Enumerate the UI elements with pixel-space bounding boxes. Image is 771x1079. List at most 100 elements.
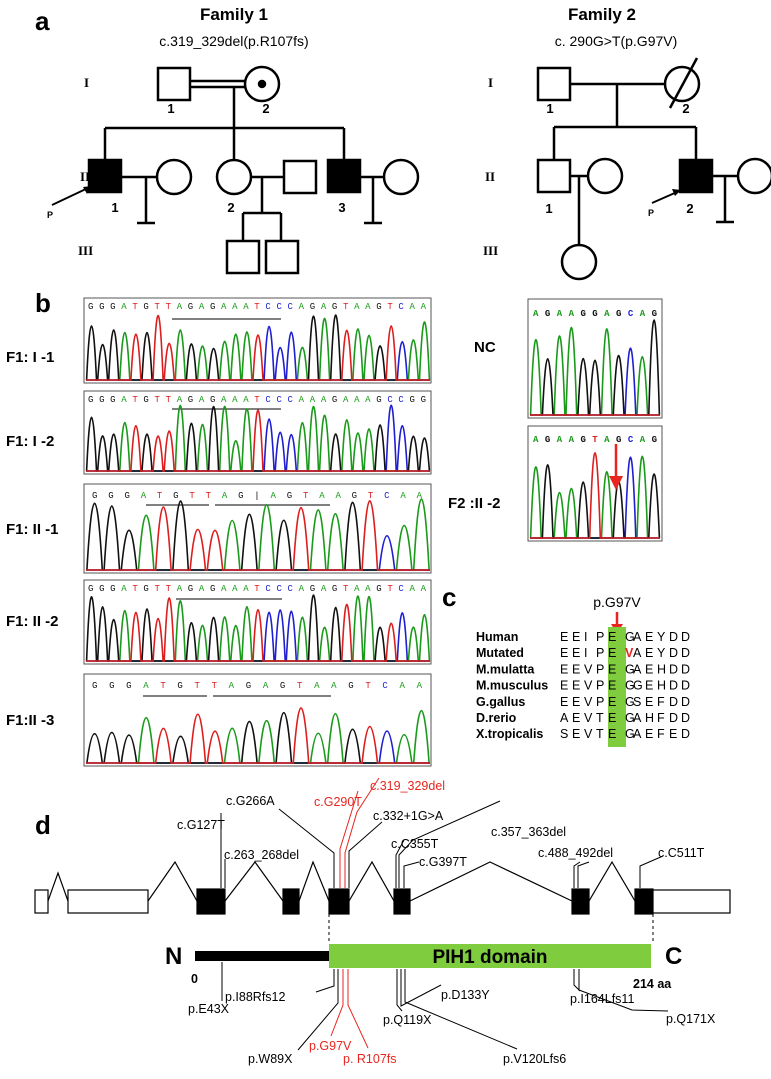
trace-t	[86, 707, 430, 764]
panel-label-a: a	[35, 6, 50, 36]
residue: E	[572, 727, 580, 741]
intron-1	[47, 871, 69, 902]
residue: A	[633, 662, 642, 676]
protein-variant-lines	[221, 962, 669, 1051]
trace-t	[86, 500, 430, 571]
chromatogram-f1-ii3	[83, 673, 432, 767]
trace-g	[530, 319, 661, 416]
residue: E	[608, 695, 616, 709]
residue: V	[584, 662, 593, 676]
domain-label: PIH1 domain	[432, 947, 547, 968]
trace-g	[86, 711, 430, 764]
residue: V	[625, 646, 634, 660]
residue: I	[584, 646, 587, 660]
f1-ii3-number: 3	[338, 200, 345, 215]
dna-variant-label: c.C511T	[658, 846, 705, 860]
residue: A	[633, 646, 642, 660]
residue: H	[645, 711, 654, 725]
f1-i1-male	[156, 66, 192, 102]
residue: D	[669, 630, 678, 644]
exon-3	[196, 888, 226, 915]
trace-g	[85, 314, 430, 381]
protein-variant-label: p.I164Lfs11	[570, 992, 634, 1006]
f2-ii1-number: 1	[545, 201, 552, 216]
dna-variant-label: c.263_268del	[224, 848, 299, 862]
residue: E	[645, 630, 653, 644]
residue: E	[645, 646, 653, 660]
residue: E	[645, 662, 653, 676]
conserved-column-highlight	[608, 627, 626, 747]
residue: E	[608, 711, 616, 725]
protein-variant-label: p.V120Lfs6	[503, 1052, 566, 1066]
n-terminus-label: N	[165, 943, 182, 970]
trace-c	[530, 347, 660, 416]
intron-4	[298, 860, 330, 902]
residue: D	[681, 679, 690, 693]
f2-i1-male	[536, 66, 572, 102]
chromatogram-nc	[527, 298, 663, 419]
residue: P	[596, 679, 604, 693]
f1-i1-number: 1	[167, 101, 174, 116]
sample-label: F1: II -2	[6, 613, 59, 630]
mutation-arrow-head-icon	[609, 476, 623, 490]
f1-iii2-male	[264, 239, 300, 275]
trace-c	[530, 456, 660, 539]
protein-variant-label: p.W89X	[248, 1052, 293, 1066]
residue: E	[560, 695, 568, 709]
generation-label-ii-f1: II	[80, 169, 90, 184]
residue: E	[560, 630, 568, 644]
residue: D	[681, 711, 690, 725]
protein-variant-label: p.I88Rfs12	[225, 990, 286, 1004]
trace-t	[86, 409, 430, 472]
residue: E	[560, 679, 568, 693]
protein-variant-label: p.Q171X	[666, 1012, 716, 1026]
f2-ii1-male	[536, 158, 572, 194]
proband-arrow-head-icon	[83, 186, 92, 194]
species-label: M.musculus	[476, 679, 548, 693]
dna-variant-label: c.332+1G>A	[373, 809, 444, 823]
residue: Y	[657, 630, 666, 644]
dna-variant-label: c.357_363del	[491, 825, 566, 839]
residue: S	[633, 695, 641, 709]
residue: F	[657, 695, 665, 709]
sample-label: F1: II -1	[6, 521, 59, 538]
residue: G	[625, 695, 635, 709]
residue: A	[560, 711, 569, 725]
chromatogram-f1-ii1	[83, 483, 432, 574]
f1-i2-number: 2	[262, 101, 269, 116]
f1-ii1-number: 1	[111, 200, 118, 215]
protein-backbone	[195, 951, 329, 961]
trace-t	[530, 451, 660, 539]
family1-pedigree	[51, 65, 420, 275]
residue: E	[560, 646, 568, 660]
intron-7	[588, 860, 636, 902]
intron-3	[224, 860, 284, 902]
exon-2	[67, 889, 149, 914]
residue: E	[645, 679, 653, 693]
f2-i2-number: 2	[682, 101, 689, 116]
proband-arrow-icon	[51, 187, 89, 206]
panel-label-d: d	[35, 810, 51, 840]
trace-c	[86, 404, 430, 472]
residue: E	[669, 727, 677, 741]
residue: F	[657, 727, 665, 741]
residue: D	[669, 679, 678, 693]
residue: E	[608, 646, 616, 660]
residue: G	[625, 727, 635, 741]
proband-arrow-head-icon	[672, 189, 681, 196]
proband-arrow-icon	[651, 191, 678, 204]
f1-iii1-male	[225, 239, 261, 275]
residue: A	[633, 711, 642, 725]
pih1-domain	[329, 944, 651, 968]
residue: E	[572, 646, 580, 660]
residue: E	[572, 679, 580, 693]
trace-a	[529, 455, 660, 539]
exon-8-utr	[652, 889, 731, 914]
residue: H	[657, 679, 666, 693]
panel-label-b: b	[35, 288, 51, 318]
residue: S	[560, 727, 568, 741]
f1-ii3-affected-male	[326, 158, 362, 194]
residue: G	[633, 679, 643, 693]
